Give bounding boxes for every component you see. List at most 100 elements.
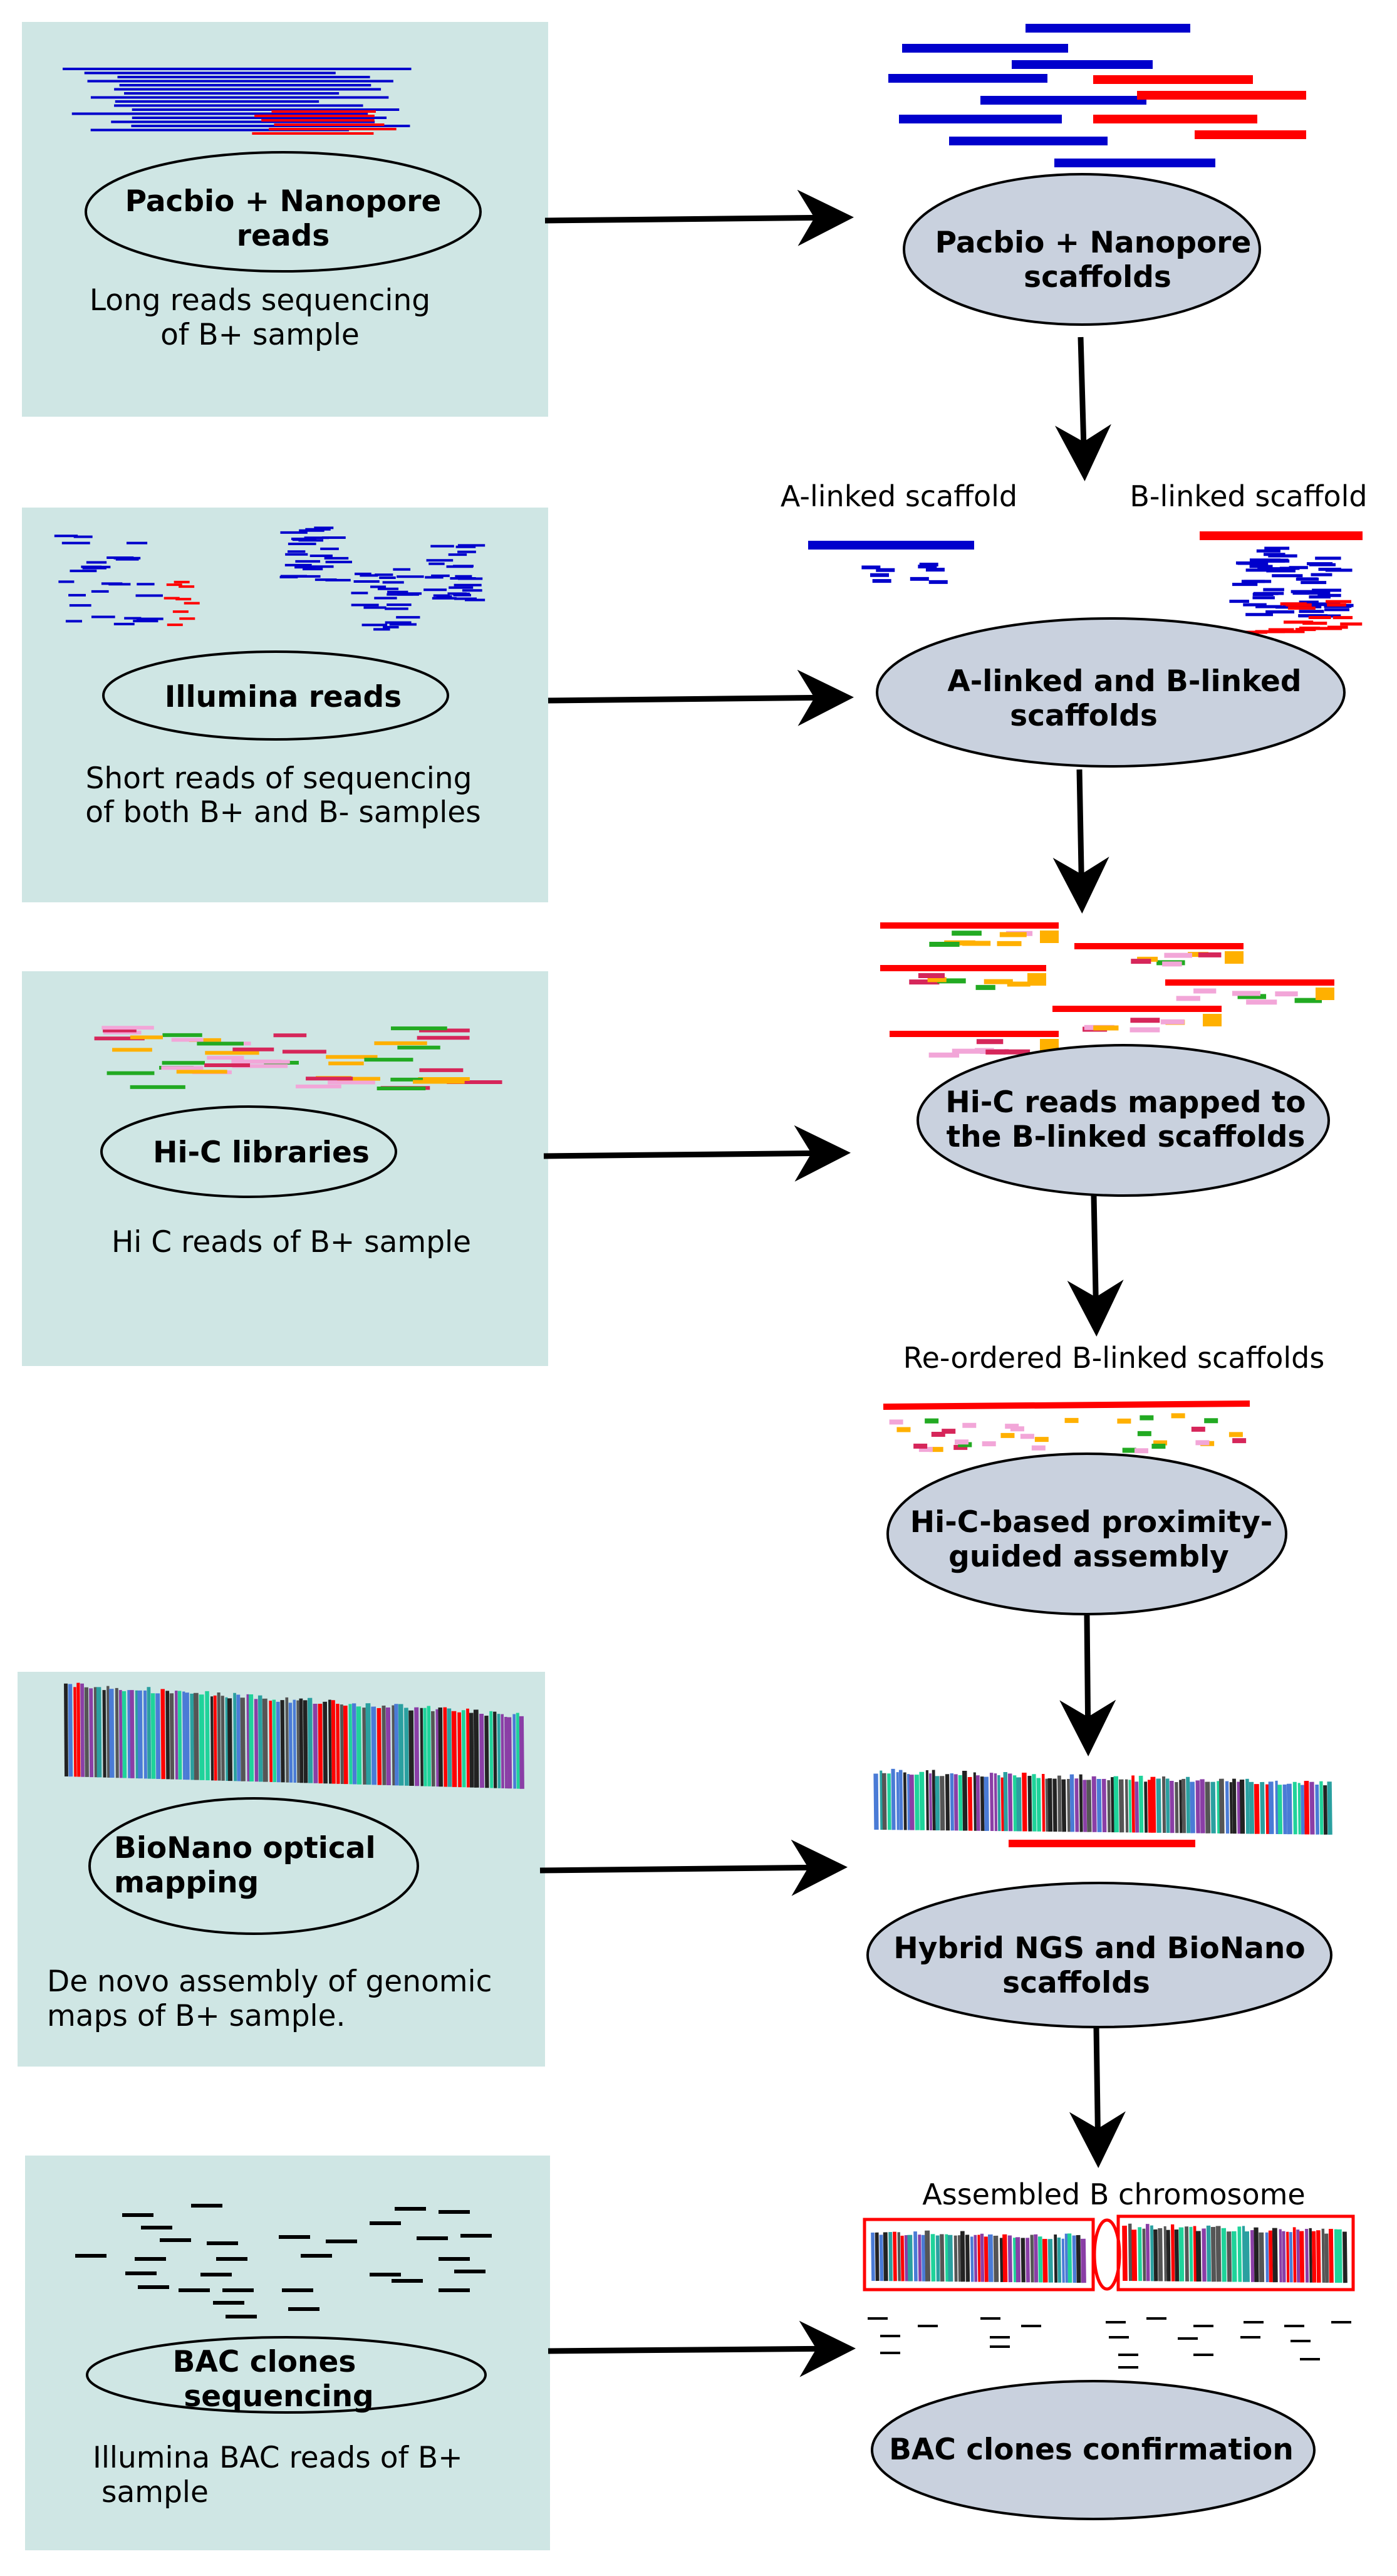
map-band xyxy=(1316,2230,1321,2283)
assembled-chromosome-illustration xyxy=(871,2223,1348,2283)
ellipse xyxy=(903,173,1261,326)
map-band xyxy=(1135,1781,1140,1833)
right-node-4: Re-ordered B-linked scaffolds Hi-C-based… xyxy=(883,1341,1324,1615)
v-arrow-2 xyxy=(1052,769,1109,914)
hic-block xyxy=(1040,931,1059,943)
right-node-2: A-linked scaffold B-linked scaffold A-li… xyxy=(781,479,1368,768)
panel-bg xyxy=(22,22,548,417)
arrow-3 xyxy=(543,1125,851,1182)
caption-line-2: of both B+ and B- samples xyxy=(85,795,480,830)
ellipse-line-1: BAC clones xyxy=(173,2345,356,2379)
ellipse xyxy=(100,1105,397,1198)
bac-confirmation-illustration xyxy=(868,2317,1351,2369)
a-linked-label: A-linked scaffold xyxy=(781,479,1017,513)
map-band xyxy=(1074,1778,1079,1832)
map-band xyxy=(984,1776,989,1831)
map-band xyxy=(925,2230,931,2281)
map-band xyxy=(984,2236,989,2282)
caption-line-1: Illumina BAC reads of B+ xyxy=(93,2441,463,2475)
ellipse-line-2: sequencing xyxy=(184,2379,373,2414)
map-band xyxy=(1297,1783,1301,1835)
map-band xyxy=(1000,1777,1004,1832)
map-band xyxy=(1237,2226,1242,2282)
map-band xyxy=(1064,2233,1068,2283)
map-band xyxy=(1142,2228,1146,2281)
map-band xyxy=(993,2235,999,2282)
ellipse-line-1: Hybrid NGS and BioNano xyxy=(893,1931,1305,1966)
horizontal-arrows xyxy=(539,189,856,2377)
map-band xyxy=(1124,1779,1129,1833)
map-band xyxy=(1245,1778,1250,1834)
map-band xyxy=(340,1704,344,1785)
v-arrow-4 xyxy=(1059,1615,1116,1756)
caption-line-1: Short reads of sequencing xyxy=(86,761,472,796)
map-band xyxy=(160,1689,165,1780)
map-band xyxy=(1067,1778,1071,1832)
map-band xyxy=(257,1695,263,1782)
map-band xyxy=(1268,1781,1274,1834)
map-band xyxy=(1249,1781,1255,1834)
map-band xyxy=(1037,2236,1043,2283)
hybrid-map-illustration xyxy=(873,1768,1332,1835)
map-band xyxy=(1195,2231,1202,2282)
map-band xyxy=(493,1711,497,1788)
map-band xyxy=(940,1776,945,1831)
map-band xyxy=(913,2231,918,2281)
map-band xyxy=(1286,2231,1290,2283)
map-band xyxy=(1327,1781,1332,1835)
map-band xyxy=(1128,2223,1133,2281)
map-band xyxy=(1205,1781,1211,1833)
reordered-bar xyxy=(883,1400,1250,1410)
map-band xyxy=(1239,1779,1245,1834)
map-band xyxy=(1067,2233,1072,2283)
map-band xyxy=(900,2235,905,2281)
map-band xyxy=(307,1697,313,1783)
map-band xyxy=(1232,1778,1237,1834)
ellipse-line-1: Pacbio + Nanopore xyxy=(125,184,442,219)
ellipse-line-1: Illumina reads xyxy=(165,680,402,714)
ellipse-line-2: scaffolds xyxy=(1010,699,1158,733)
map-band xyxy=(1200,1779,1205,1833)
map-band xyxy=(953,1774,958,1831)
bac-clones-illustration xyxy=(75,2204,492,2318)
ellipse-line-2: scaffolds xyxy=(1024,260,1171,295)
ellipse-line-2: scaffolds xyxy=(1002,1966,1150,2000)
map-band xyxy=(489,1711,494,1788)
map-band xyxy=(1319,1781,1324,1835)
map-band xyxy=(958,1775,963,1831)
map-band xyxy=(122,1691,127,1778)
right-node-6: Assembled B chromosome BAC clones confir… xyxy=(863,2177,1355,2520)
map-band xyxy=(1189,2226,1193,2281)
map-band xyxy=(883,2232,888,2281)
map-band xyxy=(1166,2229,1171,2281)
scaffold-bars-illustration xyxy=(888,24,1306,167)
map-band xyxy=(1323,1785,1328,1835)
map-band xyxy=(975,1775,980,1831)
map-band xyxy=(1215,2226,1222,2282)
hic-block xyxy=(1225,951,1244,964)
v-arrow-3 xyxy=(1067,1195,1124,1337)
map-band xyxy=(233,1692,237,1781)
map-band xyxy=(331,1700,336,1784)
map-band xyxy=(1231,2231,1237,2282)
map-band xyxy=(1321,2228,1326,2283)
ellipse xyxy=(102,650,449,741)
map-band xyxy=(1158,2228,1163,2281)
map-band xyxy=(1337,2229,1342,2283)
map-band xyxy=(1153,2229,1158,2281)
map-band xyxy=(1076,2234,1081,2283)
map-band xyxy=(512,1714,516,1789)
centromere xyxy=(1093,2218,1121,2291)
map-band xyxy=(343,1705,348,1785)
map-band xyxy=(1202,2228,1207,2282)
map-band xyxy=(371,1706,377,1785)
map-band xyxy=(1265,1784,1270,1834)
map-band xyxy=(227,1698,233,1781)
map-band xyxy=(881,1773,887,1830)
map-band xyxy=(68,1684,73,1777)
ellipse xyxy=(88,1797,419,1935)
map-band xyxy=(118,1690,123,1778)
map-band xyxy=(1081,2238,1086,2283)
map-band xyxy=(96,1687,102,1778)
